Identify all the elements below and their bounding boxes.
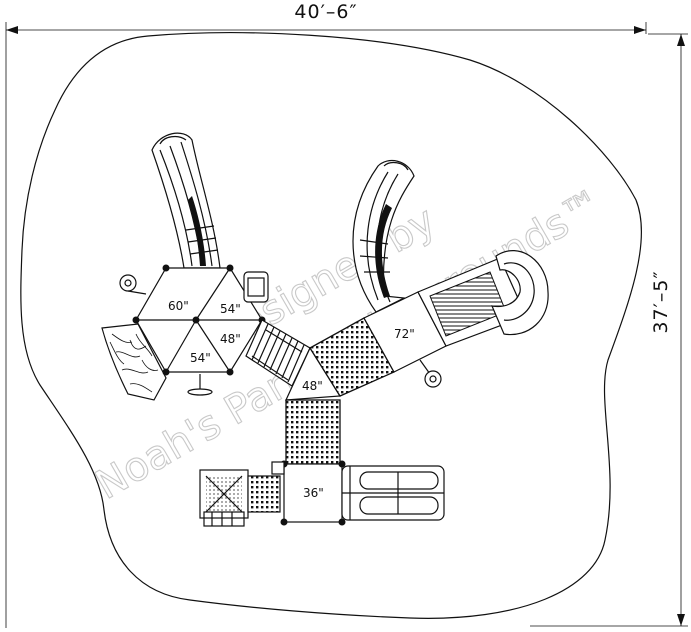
- walkway-connector: [271, 461, 285, 475]
- steering-wheel-top: [119, 274, 147, 295]
- deck-54-bottom-label: 54": [190, 351, 211, 365]
- play-area-boundary: [20, 32, 643, 619]
- height-dimension: [530, 33, 688, 627]
- right-spiral-slide: [352, 159, 415, 313]
- wave-slide: [417, 250, 549, 347]
- dotted-walkway-left: [247, 475, 281, 513]
- double-slide: [341, 465, 445, 521]
- rock-climber-wall: [101, 323, 167, 401]
- steering-wheel-right: [419, 359, 442, 388]
- deck-36-label: 36": [303, 486, 324, 500]
- deck-36-in: [283, 463, 343, 523]
- deck-60-label: 60": [168, 299, 189, 313]
- deck-48-center-label: 48": [302, 379, 323, 393]
- width-dimension-label: 40′–6″: [294, 1, 357, 23]
- deck-72-label: 72": [394, 327, 415, 341]
- width-dimension: [5, 22, 647, 628]
- entry-platform: [199, 469, 249, 527]
- periscope-bottom: [187, 374, 213, 396]
- deck-48-left-label: 48": [220, 332, 241, 346]
- deck-bench: [243, 271, 269, 303]
- height-dimension-label: 37′–5″: [650, 270, 672, 333]
- dotted-ramp-center: [285, 399, 341, 465]
- deck-54-top-label: 54": [220, 302, 241, 316]
- left-spiral-slide: [151, 132, 221, 269]
